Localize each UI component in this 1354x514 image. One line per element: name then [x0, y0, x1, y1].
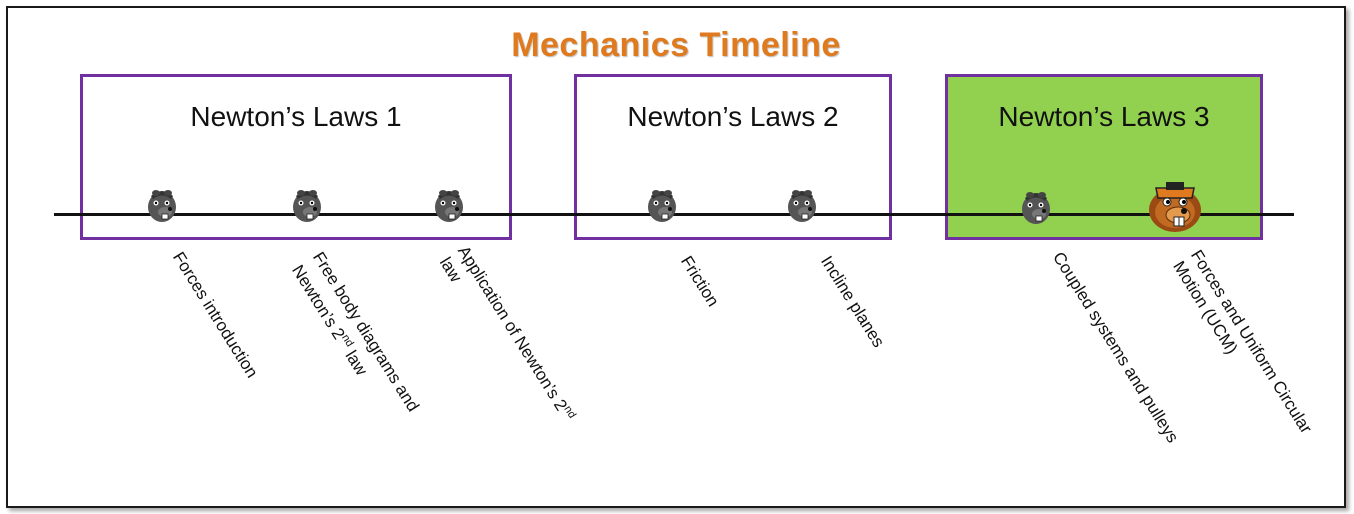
osu-beaver-mascot-icon [1149, 182, 1201, 232]
topic-label-coupled-systems: Coupled systems and pulleys [1048, 248, 1183, 447]
gray-beaver-icon [1022, 192, 1050, 224]
topic-line: Forces and Uniform Circular [1187, 246, 1316, 437]
slide-frame: Mechanics Timeline Newton’s Laws 1 Newto… [6, 6, 1346, 508]
phase-box-1: Newton’s Laws 1 [80, 74, 512, 240]
topic-label-friction: Friction [676, 252, 723, 310]
gray-beaver-icon [435, 190, 463, 222]
gray-beaver-icon [148, 190, 176, 222]
phase-label-1: Newton’s Laws 1 [190, 101, 402, 132]
gray-beaver-icon [293, 190, 321, 222]
phase-label-3: Newton’s Laws 3 [998, 101, 1210, 132]
phase-box-2: Newton’s Laws 2 [574, 74, 892, 240]
gray-beaver-icon [648, 190, 676, 222]
topic-line: Forces introduction [169, 248, 262, 382]
topic-line: Application of Newton’s 2nd [453, 242, 579, 421]
topic-line: Friction [677, 252, 723, 310]
topic-line: Motion (UCM) [1169, 257, 1242, 358]
topic-label-forces-introduction: Forces introduction [168, 248, 262, 382]
phase-box-3: Newton’s Laws 3 [945, 74, 1263, 240]
timeline-title: Mechanics Timeline [511, 26, 841, 64]
phase-label-2: Newton’s Laws 2 [627, 101, 839, 132]
topic-line: Coupled systems and pulleys [1049, 248, 1183, 447]
topic-line: Incline planes [817, 252, 889, 351]
topic-label-free-body-diagrams: Free body diagrams and Newton’s 2nd law [287, 248, 423, 428]
topic-label-incline-planes: Incline planes [816, 252, 889, 351]
gray-beaver-icon [788, 190, 816, 222]
topic-label-forces-ucm: Forces and Uniform Circular Motion (UCM) [1168, 246, 1316, 449]
topic-label-application-newtons-2nd: Application of Newton’s 2nd law [435, 240, 581, 436]
